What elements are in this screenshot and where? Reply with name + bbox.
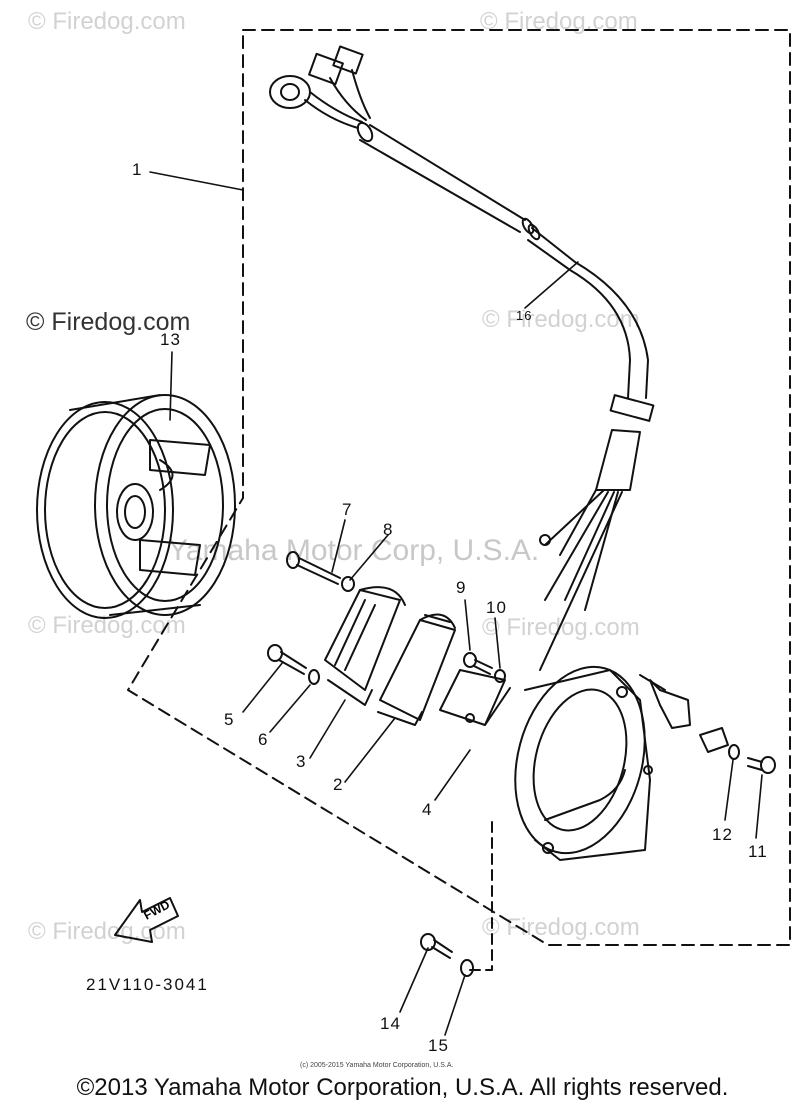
- screw-7: [286, 551, 341, 585]
- callout-9: 9: [456, 578, 467, 597]
- coil-3: [324, 586, 406, 706]
- callout-8: 8: [383, 520, 394, 539]
- washer-8: [341, 576, 355, 592]
- fwd-arrow-icon: [114, 897, 179, 943]
- pickup-coil-4: [439, 669, 511, 726]
- watermark-mid-right: © Firedog.com: [482, 306, 640, 333]
- coil-2: [377, 613, 456, 726]
- watermark-top-left: © Firedog.com: [28, 8, 186, 35]
- callout-11: 11: [748, 842, 768, 861]
- callout-12: 12: [712, 825, 733, 844]
- watermark-left-lower: © Firedog.com: [28, 612, 186, 639]
- watermark-bottom-left: © Firedog.com: [28, 918, 186, 945]
- watermark-mid-left: © Firedog.com: [26, 308, 191, 336]
- washer-12: [728, 744, 740, 760]
- callout-1: 1: [132, 160, 143, 179]
- callout-16: 16: [516, 308, 533, 323]
- callout-13: 13: [160, 330, 181, 349]
- callout-4: 4: [422, 800, 433, 819]
- watermark-right-lower: © Firedog.com: [482, 614, 640, 641]
- watermark-bottom-right: © Firedog.com: [482, 914, 640, 941]
- stator-base-plate: [514, 665, 653, 861]
- callout-14: 14: [380, 1014, 401, 1033]
- callout-2: 2: [333, 775, 344, 794]
- wire-harness: [269, 45, 655, 671]
- screw-5: [267, 644, 307, 675]
- callout-3: 3: [296, 752, 307, 771]
- washer-10: [494, 669, 506, 683]
- washer-15: [460, 959, 474, 977]
- screw-11: [747, 756, 776, 774]
- diagram-code: 21V110-3041: [86, 975, 209, 994]
- leader-lines: [149, 171, 763, 1036]
- dashed-leader-15: [469, 819, 493, 971]
- screw-14: [420, 933, 453, 959]
- clamp-part: [639, 674, 729, 753]
- footer-copyright: ©2013 Yamaha Motor Corporation, U.S.A. A…: [76, 1074, 729, 1101]
- washer-6: [308, 669, 320, 685]
- callout-6: 6: [258, 730, 269, 749]
- tiny-copyright: (c) 2005-2015 Yamaha Motor Corporation, …: [300, 1062, 454, 1069]
- callout-10: 10: [486, 598, 507, 617]
- assembly-boundary: [127, 29, 791, 946]
- flywheel-rotor: [36, 394, 236, 619]
- callout-5: 5: [224, 710, 235, 729]
- callout-15: 15: [428, 1036, 449, 1055]
- screw-9: [463, 652, 493, 675]
- callout-7: 7: [342, 500, 353, 519]
